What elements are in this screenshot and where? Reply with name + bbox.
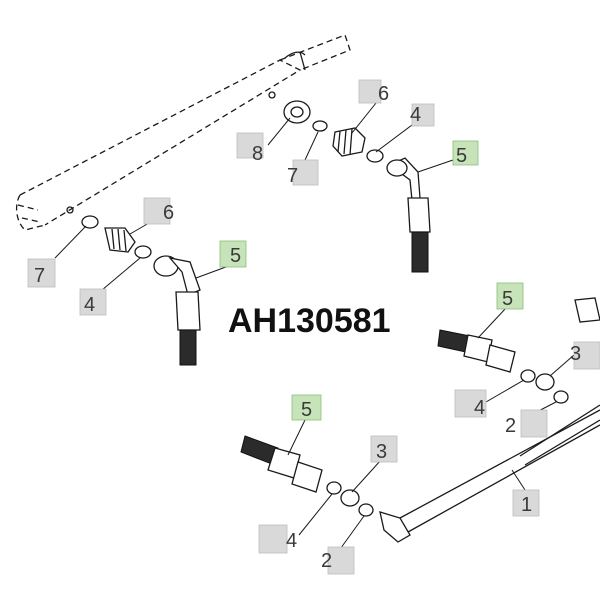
adapter-6-left	[104, 227, 136, 253]
callout-label-2-right: 2	[505, 415, 516, 437]
callout-box-3-right	[573, 341, 600, 370]
callout-8: 8	[236, 132, 264, 165]
nut-3-bottom	[340, 489, 360, 507]
o-ring-7-top	[312, 120, 328, 132]
callout-box-5-left	[219, 240, 247, 268]
callout-4-right: 4	[454, 389, 487, 419]
callout-box-4-top	[411, 103, 435, 127]
callout-label-5-top: 5	[456, 145, 467, 167]
callout-7-left: 7	[27, 258, 56, 288]
callout-label-3-right: 3	[570, 343, 581, 365]
callout-box-3-bottom	[370, 435, 398, 463]
callout-label-4-right: 4	[474, 397, 485, 419]
callout-label-4-bottom: 4	[286, 530, 297, 552]
callout-box-6-left	[143, 197, 171, 225]
part-number-label: AH130581	[228, 302, 391, 340]
callout-label-1: 1	[521, 494, 532, 516]
callout-label-5-bottom: 5	[301, 399, 312, 421]
callout-box-4-left	[79, 288, 107, 316]
right-fitting-group	[437, 297, 600, 404]
callout-4-top: 4	[410, 103, 435, 127]
callout-5-top: 5	[452, 140, 479, 167]
left-fitting-group	[81, 215, 201, 366]
top-fitting-group	[283, 100, 431, 273]
o-ring-2-bottom	[358, 503, 374, 517]
callout-label-4-left: 4	[84, 294, 95, 316]
callout-2-bottom: 2	[321, 546, 355, 575]
hose-5-right	[437, 329, 516, 373]
callout-box-7-top	[292, 159, 319, 186]
callout-4-left: 4	[79, 288, 107, 316]
callout-5-right: 5	[496, 282, 524, 310]
callout-label-6-top: 6	[378, 83, 389, 105]
callout-7-top: 7	[287, 159, 319, 187]
tube-line-1	[379, 404, 600, 543]
callout-label-8: 8	[252, 143, 263, 165]
o-ring-4-bottom	[326, 481, 342, 495]
callout-6-left: 6	[143, 197, 174, 225]
callout-box-5-bottom	[291, 394, 322, 421]
callout-box-4-right	[454, 389, 487, 418]
callout-label-3-bottom: 3	[376, 441, 387, 463]
callout-4-bottom: 4	[258, 524, 297, 554]
callout-2-right: 2	[505, 409, 548, 438]
callout-box-8	[236, 132, 264, 159]
callout-box-5-top	[452, 140, 479, 166]
callout-5-left: 5	[219, 240, 247, 268]
callout-5-bottom: 5	[291, 394, 322, 421]
bottom-fitting-group	[240, 404, 600, 543]
callout-box-7-left	[27, 258, 56, 288]
callout-label-7-top: 7	[287, 165, 298, 187]
callout-box-6-top	[358, 79, 382, 104]
callout-label-5-left: 5	[230, 245, 241, 267]
callout-label-7-left: 7	[34, 265, 45, 287]
callout-label-6-left: 6	[163, 202, 174, 224]
hose-5-left	[153, 255, 201, 366]
callout-3-bottom: 3	[370, 435, 398, 463]
fitting-far-right	[574, 297, 600, 323]
cylinder-body	[15, 34, 351, 231]
callout-1: 1	[512, 489, 540, 517]
callout-box-4-bottom	[258, 524, 288, 554]
o-ring-4-top	[366, 149, 384, 163]
o-ring-4-right	[520, 369, 536, 383]
nut-3-right	[535, 373, 555, 391]
lock-nut-8	[283, 100, 311, 124]
callout-label-5-right: 5	[502, 288, 513, 310]
o-ring-2-right	[553, 390, 569, 404]
leader-lines	[54, 102, 575, 553]
o-ring-7-left	[81, 215, 99, 229]
callout-box-2-right	[520, 409, 548, 438]
callout-6-top: 6	[358, 79, 389, 105]
hose-5-bottom	[240, 435, 323, 493]
callout-box-1	[512, 489, 540, 517]
hose-5-top	[386, 157, 431, 273]
callout-box-5-right	[496, 282, 524, 310]
callout-label-2-bottom: 2	[321, 550, 332, 572]
o-ring-4-left	[134, 245, 152, 259]
callout-3-right: 3	[570, 341, 600, 370]
callout-box-2-bottom	[327, 546, 355, 575]
adapter-6-top	[332, 127, 366, 157]
callout-label-4-top: 4	[410, 104, 421, 126]
